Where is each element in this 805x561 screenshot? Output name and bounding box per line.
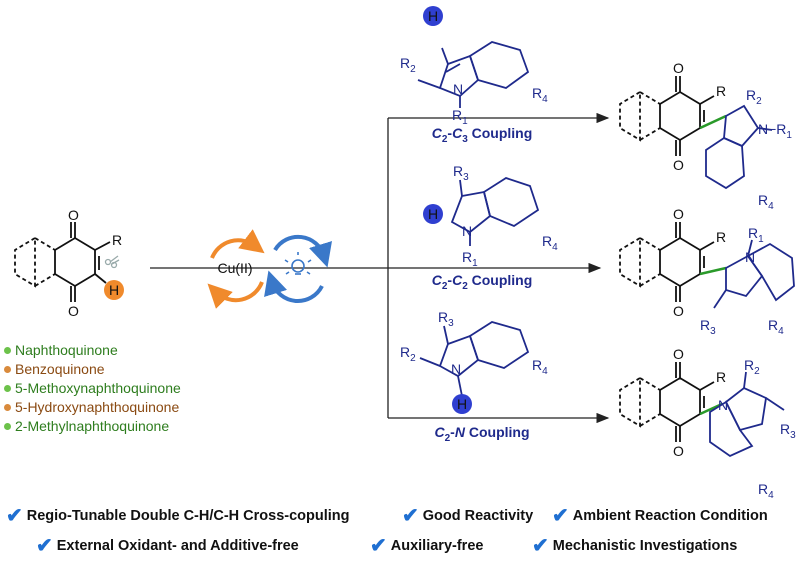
feature-label: Ambient Reaction Condition	[572, 508, 768, 524]
indole1-h: H	[428, 8, 438, 24]
indole3-h: H	[457, 396, 467, 412]
feature-label: External Oxidant- and Additive-free	[56, 538, 299, 554]
orange-dot-icon	[4, 365, 11, 373]
substrate-label: 2-Methylnaphthoquinone	[15, 418, 170, 434]
indole2-n: N	[462, 223, 472, 239]
indole3-h-highlight	[452, 394, 472, 414]
product1-n: N−R1	[758, 121, 792, 141]
indole3-r2: R2	[400, 344, 416, 364]
indole1-r4: R4	[532, 85, 548, 105]
checkmark-icon: ✔	[36, 535, 53, 557]
quinone-h-label: H	[109, 282, 119, 298]
indole1-n: N	[453, 81, 463, 97]
green-dot-icon	[4, 384, 11, 392]
bulb-icon	[284, 252, 312, 275]
product1-r2: R2	[746, 87, 762, 107]
feature-item: ✔ Auxiliary-free	[370, 536, 483, 556]
feature-item: ✔ Ambient Reaction Condition	[552, 506, 768, 526]
product2-indole	[713, 239, 795, 309]
product3-o-top: O	[673, 346, 684, 362]
indole2-r4: R4	[542, 233, 558, 253]
copper-catalytic-cycle	[207, 229, 265, 309]
feature-label: Auxiliary-free	[390, 538, 484, 554]
product1-r4: R4	[758, 192, 774, 212]
green-dot-icon	[4, 346, 11, 354]
indole1-r1: R1	[452, 107, 468, 127]
photocatalytic-cycle	[264, 234, 332, 304]
indole2-r1: R1	[462, 249, 478, 269]
checkmark-icon: ✔	[402, 505, 419, 527]
coupling-c2-c3: C2-C3 Coupling	[432, 125, 533, 145]
feature-label: Regio-Tunable Double C-H/C-H Cross-copul…	[26, 508, 350, 524]
scissors-icon	[104, 255, 120, 269]
coupling-c2-c2: C2-C2 Coupling	[432, 272, 533, 292]
substrate-item: Benzoquinone	[4, 361, 105, 377]
substrate-label: 5-Methoxynaphthoquinone	[15, 380, 181, 396]
feature-item: ✔ Mechanistic Investigations	[532, 536, 737, 556]
checkmark-icon: ✔	[552, 505, 569, 527]
checkmark-icon: ✔	[370, 535, 387, 557]
product-c2-c2	[619, 222, 715, 302]
quinone-bottom-o: O	[68, 303, 79, 319]
quinone-h-highlight	[104, 280, 124, 300]
feature-item: ✔ Regio-Tunable Double C-H/C-H Cross-cop…	[6, 506, 350, 526]
substrate-item: 5-Hydroxynaphthoquinone	[4, 399, 179, 415]
feature-item: ✔ Good Reactivity	[402, 506, 533, 526]
indole3-n: N	[451, 361, 461, 377]
product3-new-bond	[699, 402, 723, 416]
substrate-item: 2-Methylnaphthoquinone	[4, 418, 169, 434]
coupling-c2-n: C2-N Coupling	[434, 424, 529, 444]
quinone-starting-material	[14, 222, 111, 302]
quinone-r-label: R	[112, 232, 122, 248]
substrate-label: Benzoquinone	[15, 361, 105, 377]
product1-o-top: O	[673, 60, 684, 76]
indole-reagent-n	[419, 321, 530, 397]
product2-o-bottom: O	[673, 303, 684, 319]
indole3-r3: R3	[438, 309, 454, 329]
quinone-top-o: O	[68, 207, 79, 223]
product1-r: R	[716, 83, 726, 99]
product3-n: N	[718, 397, 728, 413]
product3-r3: R3	[780, 421, 796, 441]
feature-label: Mechanistic Investigations	[552, 538, 738, 554]
catalyst-label: Cu(II)	[218, 260, 253, 276]
green-dot-icon	[4, 422, 11, 430]
product2-r: R	[716, 229, 726, 245]
product3-indole	[709, 371, 785, 458]
product2-r1: R1	[748, 225, 764, 245]
indole2-r3: R3	[453, 163, 469, 183]
indole1-h-highlight	[423, 6, 443, 26]
product2-r4: R4	[768, 317, 784, 337]
product2-r3: R3	[700, 317, 716, 337]
orange-dot-icon	[4, 403, 11, 411]
product2-new-bond	[699, 266, 727, 276]
product2-n: N	[745, 249, 755, 265]
checkmark-icon: ✔	[532, 535, 549, 557]
feature-item: ✔ External Oxidant- and Additive-free	[36, 536, 299, 556]
substrate-label: Naphthoquinone	[15, 342, 118, 358]
substrate-item: Naphthoquinone	[4, 342, 118, 358]
product1-indole	[705, 104, 773, 190]
substrate-item: 5-Methoxynaphthoquinone	[4, 380, 181, 396]
product3-o-bottom: O	[673, 443, 684, 459]
indole2-h-highlight	[423, 204, 443, 224]
product-c2-n	[619, 362, 715, 442]
feature-label: Good Reactivity	[422, 508, 534, 524]
indole-reagent-c2	[450, 177, 540, 246]
product-c2-c3	[619, 76, 715, 156]
product2-o-top: O	[673, 206, 684, 222]
product1-o-bottom: O	[673, 157, 684, 173]
product3-r4: R4	[758, 481, 774, 501]
indole1-r2: R2	[400, 55, 416, 75]
product1-new-bond	[699, 114, 727, 130]
indole2-h: H	[428, 206, 438, 222]
indole-reagent-c3	[417, 41, 530, 108]
substrate-label: 5-Hydroxynaphthoquinone	[15, 399, 180, 415]
product3-r: R	[716, 369, 726, 385]
checkmark-icon: ✔	[6, 505, 23, 527]
indole3-r4: R4	[532, 357, 548, 377]
